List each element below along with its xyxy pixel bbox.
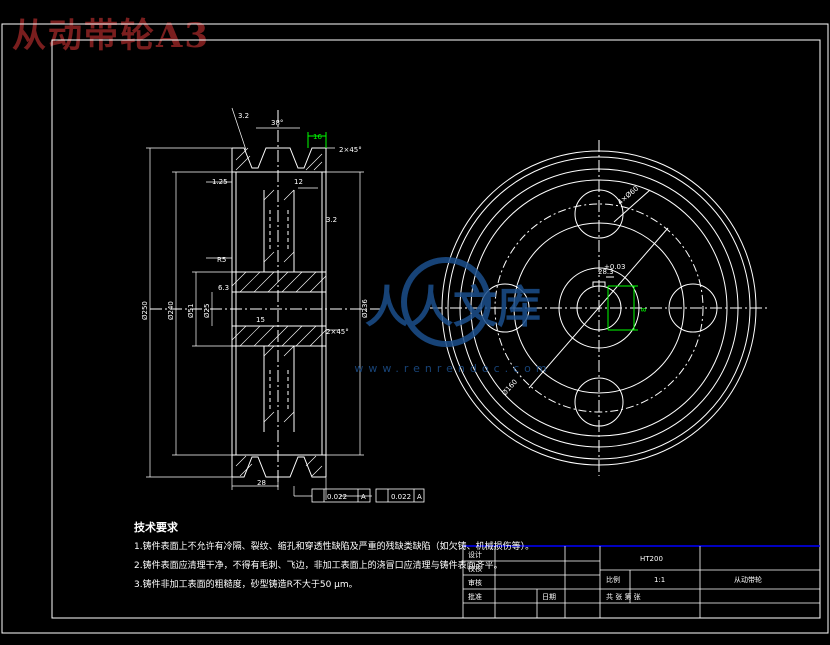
dim-key-depth: 28.3: [598, 268, 614, 276]
tb-approve: 批准: [468, 592, 482, 601]
tb-review: 审核: [468, 578, 482, 587]
tb-date: 日期: [542, 593, 556, 601]
tech-req-1: 1.铸件表面上不允许有冷隔、裂纹、缩孔和穿透性缺陷及严重的残缺类缺陷（如欠铸、机…: [134, 542, 535, 552]
dim-chamfer-top: 2×45°: [339, 146, 362, 154]
tb-sheets: 共 张 第 张: [606, 592, 641, 601]
dim-groove-width: 12: [294, 178, 303, 186]
tolerance-frames: [311, 488, 425, 503]
outer-frame: [1, 23, 829, 634]
tol-datum-2: A: [417, 493, 422, 501]
dim-key-width: 8: [640, 308, 648, 312]
dim-key-tol: +0.03: [604, 263, 625, 271]
keyway-dims: [607, 285, 638, 331]
watermark-url: www.renrendoc.com: [354, 362, 551, 375]
dim-pcd: Ø160: [501, 378, 520, 397]
section-view: [150, 110, 380, 490]
dim-hub: Ø51: [187, 304, 195, 318]
dim-holes: 4×Ø60: [616, 184, 640, 206]
page-title: 从动带轮A3: [12, 16, 211, 56]
dim-root: Ø240: [167, 301, 175, 320]
section-hatching: [231, 147, 327, 477]
inner-frame: [51, 39, 821, 619]
tech-req-3: 3.铸件非加工表面的粗糙度，砂型铸造R不大于50 μm。: [134, 580, 358, 590]
tb-scale-label: 比例: [606, 575, 620, 584]
tb-scale-value: 1:1: [654, 576, 665, 584]
tol-runout-2: 0.022: [391, 493, 411, 501]
dim-bore: Ø25: [203, 304, 211, 318]
dim-angle-groove: 38°: [271, 119, 283, 127]
tech-requirements: 技术要求 1.铸件表面上不允许有冷隔、裂纹、缩孔和穿透性缺陷及严重的残缺类缺陷（…: [134, 518, 534, 595]
dim-web-radius: R5: [217, 256, 226, 264]
rough-3: 6.3: [218, 284, 229, 292]
watermark-text: 人人文库: [365, 282, 541, 333]
section-green-marks: [307, 132, 327, 148]
title-block: [462, 545, 821, 619]
tol-datum-1: A: [361, 493, 366, 501]
tech-requirements-title: 技术要求: [134, 521, 178, 534]
dim-small-3: 1.25: [212, 178, 228, 186]
tb-check: 校核: [468, 564, 482, 573]
tb-design: 设计: [468, 550, 482, 559]
dim-hub-length: 28: [257, 479, 266, 487]
tol-runout-1: 0.022: [327, 493, 347, 501]
dim-chamfer-mid: 2×45°: [326, 328, 349, 336]
dim-small-1: 16: [313, 133, 322, 141]
watermark: 人人文库 www.renrendoc.com: [354, 257, 551, 375]
rough-1: 3.2: [238, 112, 249, 120]
dim-web: Ø236: [361, 299, 369, 318]
front-view: [430, 140, 770, 476]
tb-material: HT200: [640, 555, 663, 563]
tech-req-2: 2.铸件表面应清理干净，不得有毛刺、飞边，非加工表面上的浇冒口应清理与铸件表面齐…: [134, 561, 503, 571]
dim-outer: Ø250: [141, 301, 149, 320]
tb-part-name: 从动带轮: [734, 575, 762, 584]
dim-small-2: 15: [256, 316, 265, 324]
rough-2: 3.2: [326, 216, 337, 224]
